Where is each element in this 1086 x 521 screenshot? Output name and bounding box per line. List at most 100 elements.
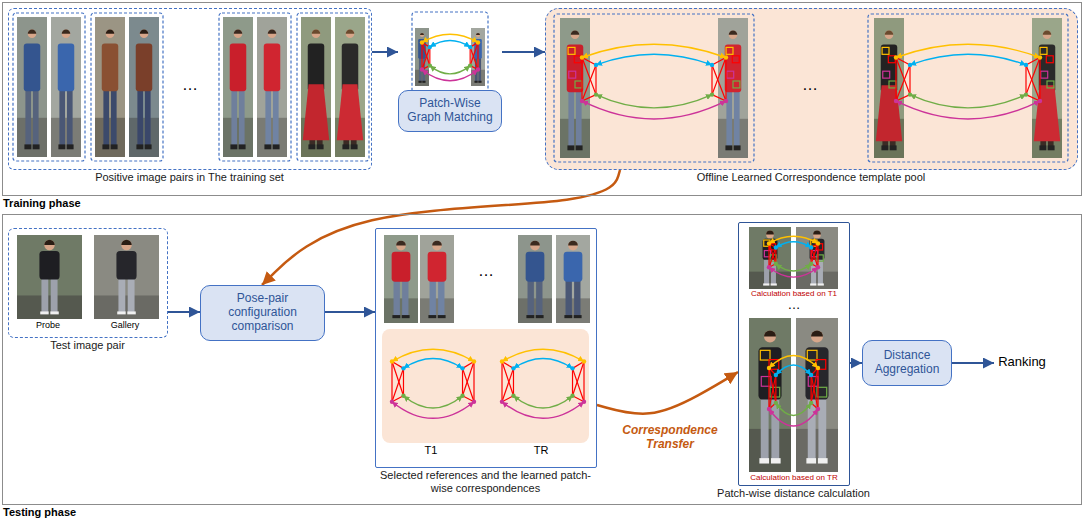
- person-photo: [59, 87, 65, 146]
- person-photo: [58, 44, 75, 92]
- graph-matching-sketch: [896, 101, 1040, 119]
- ellipsis: …: [175, 76, 205, 94]
- person-photo: [17, 235, 82, 319]
- note-text: Calculation based on TR: [744, 473, 844, 482]
- graph-matching-sketch: [909, 65, 910, 95]
- person-photo: [396, 241, 406, 251]
- graph-matching-sketch: [420, 40, 424, 44]
- patch-marks: [1046, 56, 1053, 63]
- graph-matching-sketch: [501, 362, 502, 402]
- person-photo: [813, 231, 821, 239]
- person-photo: [526, 315, 534, 318]
- person-photo: [571, 31, 580, 40]
- person-photo: [106, 30, 115, 39]
- person-photo: [223, 17, 253, 157]
- person-photo: [806, 458, 816, 463]
- person-photo: [771, 283, 777, 285]
- person-photo: [308, 44, 325, 92]
- person-photo: [257, 17, 287, 157]
- process-box: Pose-pair configuration comparison: [200, 285, 325, 341]
- template-label: TR: [526, 444, 556, 457]
- person-photo: [95, 17, 125, 157]
- person-photo: [396, 241, 406, 246]
- person-photo: [560, 18, 590, 158]
- graph-matching-sketch: [710, 92, 714, 96]
- person-photo: [818, 258, 823, 284]
- person-photo: [718, 119, 748, 158]
- person-photo: [576, 145, 583, 150]
- person-photo: [729, 31, 738, 35]
- person-photo: [471, 28, 485, 86]
- person-photo: [384, 235, 418, 323]
- person-photo: [234, 30, 243, 39]
- graph-matching-sketch: [582, 359, 586, 363]
- person-photo: [430, 279, 436, 316]
- person-photo: [1043, 31, 1052, 40]
- person-photo: [301, 17, 331, 157]
- output-arrow: [952, 362, 994, 364]
- person-photo: [415, 28, 429, 86]
- person-photo: [476, 33, 480, 37]
- person-photo: [129, 17, 159, 157]
- person-photo: [556, 235, 590, 323]
- graph-matching-sketch: [420, 67, 424, 71]
- person-photo: [890, 145, 897, 150]
- graph-matching-sketch: [468, 63, 472, 67]
- person-photo: [885, 31, 894, 35]
- process-label: Distance Aggregation: [868, 349, 946, 377]
- person-photo: [127, 311, 135, 314]
- person-photo: [874, 18, 904, 158]
- person-photo: [223, 118, 253, 157]
- graph-matching-sketch: [809, 245, 813, 249]
- person-photo: [1043, 31, 1052, 35]
- graph-matching-sketch: [910, 54, 1026, 65]
- graph-matching-sketch: [774, 401, 778, 405]
- graph-matching-sketch: [570, 366, 574, 370]
- graph-matching-sketch: [1026, 65, 1040, 101]
- person-photo: [95, 17, 125, 157]
- graph-matching-sketch: [422, 70, 478, 81]
- graph-matching-sketch: [580, 44, 728, 119]
- person-photo: [312, 30, 321, 39]
- person-photo: [420, 298, 454, 323]
- graph-matching-sketch: [595, 65, 596, 95]
- person-photo: [471, 28, 485, 86]
- graph-matching-sketch: [776, 242, 811, 248]
- person-photo: [568, 88, 574, 147]
- graph-matching-sketch: [724, 99, 728, 103]
- graph-matching-sketch: [908, 63, 912, 67]
- person-photo: [771, 458, 781, 463]
- graph-matching-sketch: [712, 58, 726, 95]
- graph-matching-sketch: [582, 399, 586, 403]
- graph-matching-sketch: [908, 92, 912, 96]
- flow-arrow: [502, 51, 545, 53]
- flow-arrow: [372, 51, 398, 53]
- graph-matching-sketch: [473, 362, 474, 402]
- person-photo: [268, 30, 277, 34]
- person-photo: [726, 88, 732, 147]
- graph-matching-sketch: [403, 396, 462, 408]
- graph-matching-sketch: [583, 362, 584, 402]
- graph-matching-sketch: [390, 349, 476, 418]
- person-photo: [17, 17, 47, 157]
- person-photo: [478, 81, 481, 83]
- flow-arrow: [325, 311, 375, 313]
- person-photo: [342, 144, 349, 149]
- dashed-frame: [297, 13, 369, 161]
- graph-matching-sketch: [1026, 95, 1040, 101]
- graph-matching-sketch: [428, 45, 432, 49]
- person-photo: [749, 318, 791, 472]
- person-photo: [140, 30, 149, 34]
- person-photo: [342, 44, 359, 92]
- person-photo: [729, 31, 738, 40]
- graph-matching-sketch: [392, 402, 474, 419]
- person-photo: [121, 240, 131, 250]
- patch-marks: [568, 47, 575, 54]
- person-photo: [476, 33, 480, 35]
- person-photo: [818, 458, 828, 463]
- person-photo: [24, 44, 41, 92]
- patch-marks: [889, 81, 896, 88]
- person-photo: [111, 144, 118, 149]
- phase-panel: Testing phaseTest image pairPose-pair co…: [2, 214, 1082, 505]
- person-photo: [140, 30, 149, 39]
